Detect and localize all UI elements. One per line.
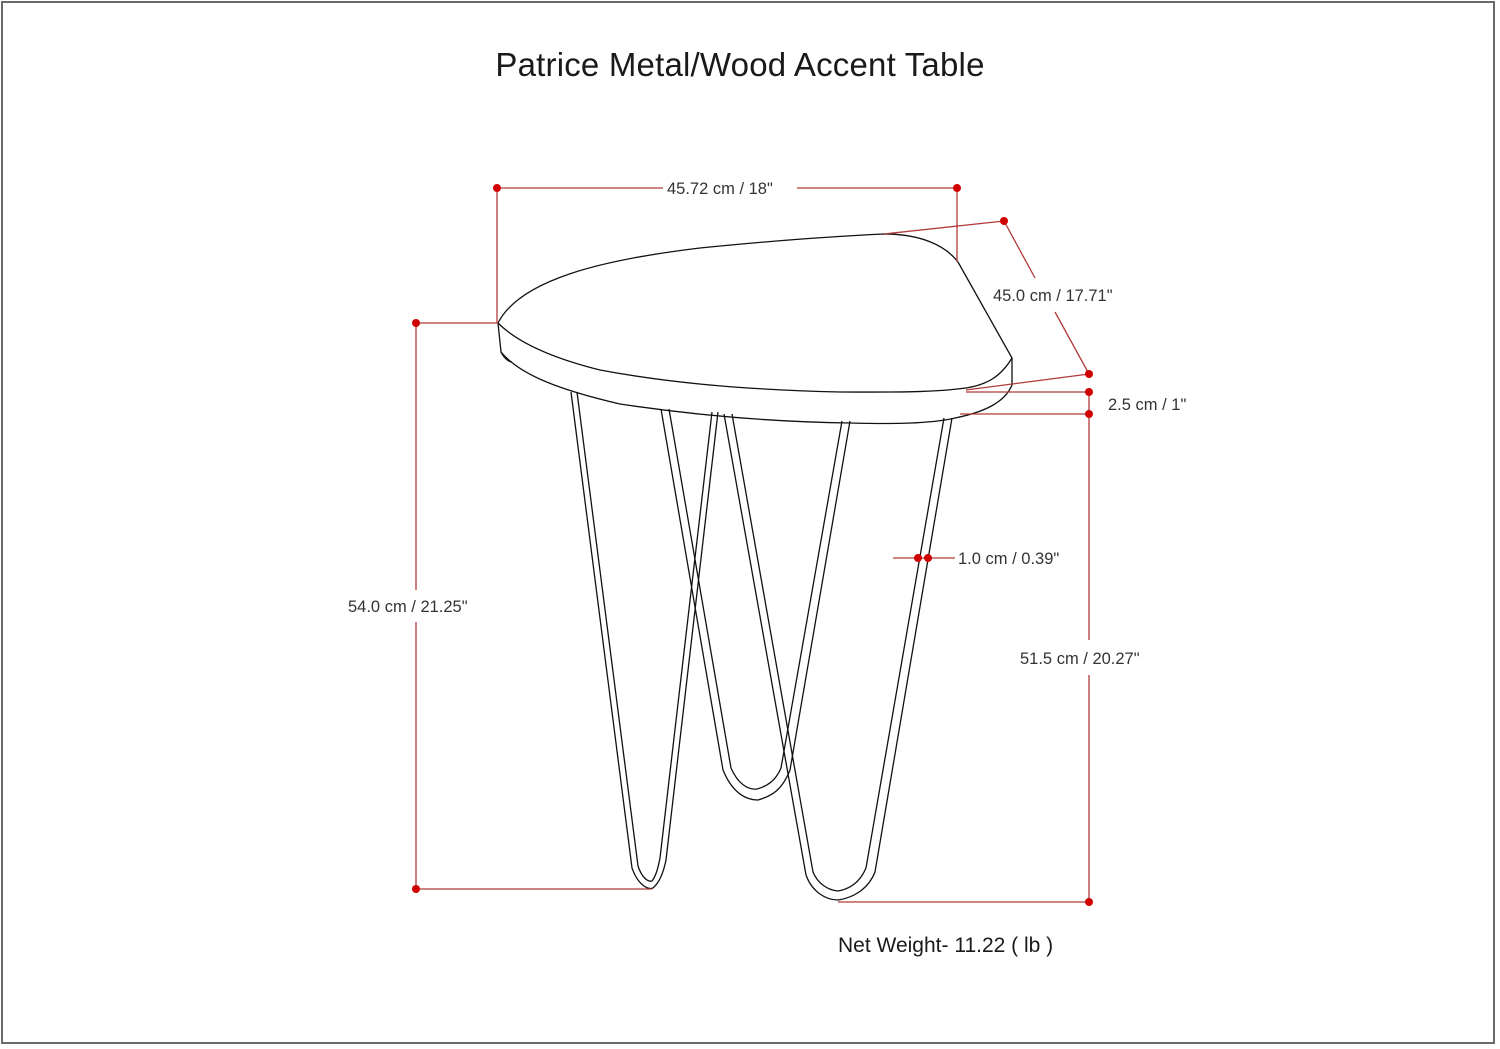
dimension-top-thickness: 2.5 cm / 1" <box>1108 396 1186 414</box>
dimension-total-height: 54.0 cm / 21.25" <box>348 598 468 616</box>
dimension-dots <box>412 184 1093 906</box>
dimension-leg-thickness: 1.0 cm / 0.39" <box>958 550 1059 568</box>
dimension-lines <box>415 187 1090 903</box>
hairpin-leg-left <box>570 391 719 890</box>
hairpin-leg-middle <box>660 408 851 801</box>
table-illustration <box>497 233 1013 901</box>
dimension-top-depth: 45.0 cm / 17.71" <box>993 287 1113 305</box>
hairpin-leg-right <box>723 413 953 901</box>
net-weight-label: Net Weight- 11.22 ( lb ) <box>838 934 1054 957</box>
tabletop-edge <box>497 322 1013 425</box>
tabletop-surface <box>497 233 1013 393</box>
page-title: Patrice Metal/Wood Accent Table <box>495 46 985 83</box>
dimension-top-width: 45.72 cm / 18" <box>667 180 773 198</box>
dimension-leg-height: 51.5 cm / 20.27" <box>1020 650 1140 668</box>
